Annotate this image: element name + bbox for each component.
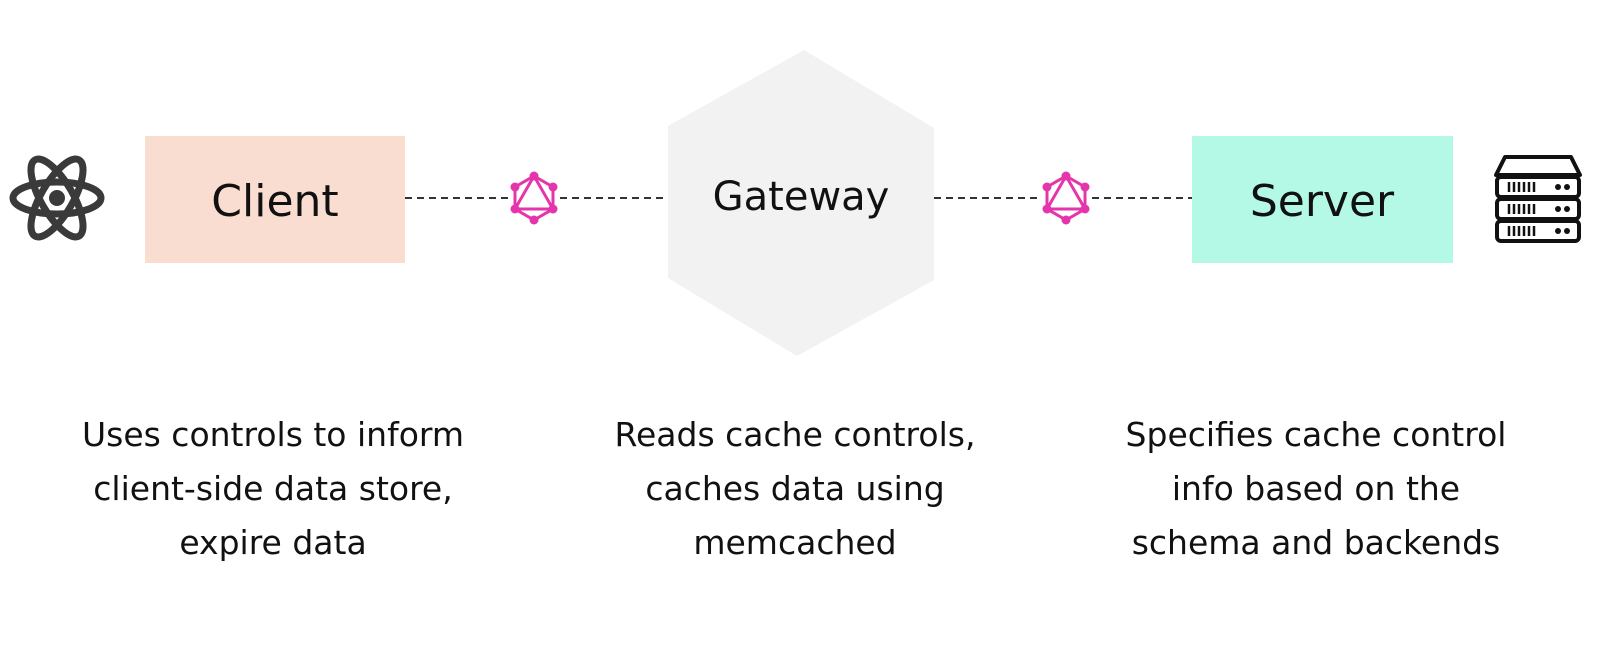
gateway-description-line: memcached xyxy=(693,523,897,562)
server-box xyxy=(1192,136,1453,263)
react-atom-icon xyxy=(9,155,105,241)
gateway-description-line: caches data using xyxy=(645,469,945,508)
client-description-line: client-side data store, xyxy=(93,469,453,508)
client-description: Uses controls to inform client-side data… xyxy=(43,408,503,570)
client-box xyxy=(145,136,405,263)
server-description: Specifies cache control info based on th… xyxy=(1086,408,1546,570)
server-rack-icon xyxy=(1494,155,1582,243)
client-label: Client xyxy=(211,176,338,227)
gateway-description-line: Reads cache controls, xyxy=(614,415,976,454)
server-description-line: Specifies cache control xyxy=(1125,415,1507,454)
gateway-hexagon xyxy=(668,50,934,356)
graphql-logo-icon xyxy=(1042,171,1090,225)
graphql-logo-icon xyxy=(510,171,558,225)
gateway-label: Gateway xyxy=(713,174,890,220)
gateway-description: Reads cache controls, caches data using … xyxy=(565,408,1025,570)
client-description-line: expire data xyxy=(179,523,367,562)
client-description-line: Uses controls to inform xyxy=(81,415,465,454)
server-label: Server xyxy=(1250,176,1395,227)
server-description-line: info based on the xyxy=(1171,469,1461,508)
server-description-line: schema and backends xyxy=(1131,523,1501,562)
